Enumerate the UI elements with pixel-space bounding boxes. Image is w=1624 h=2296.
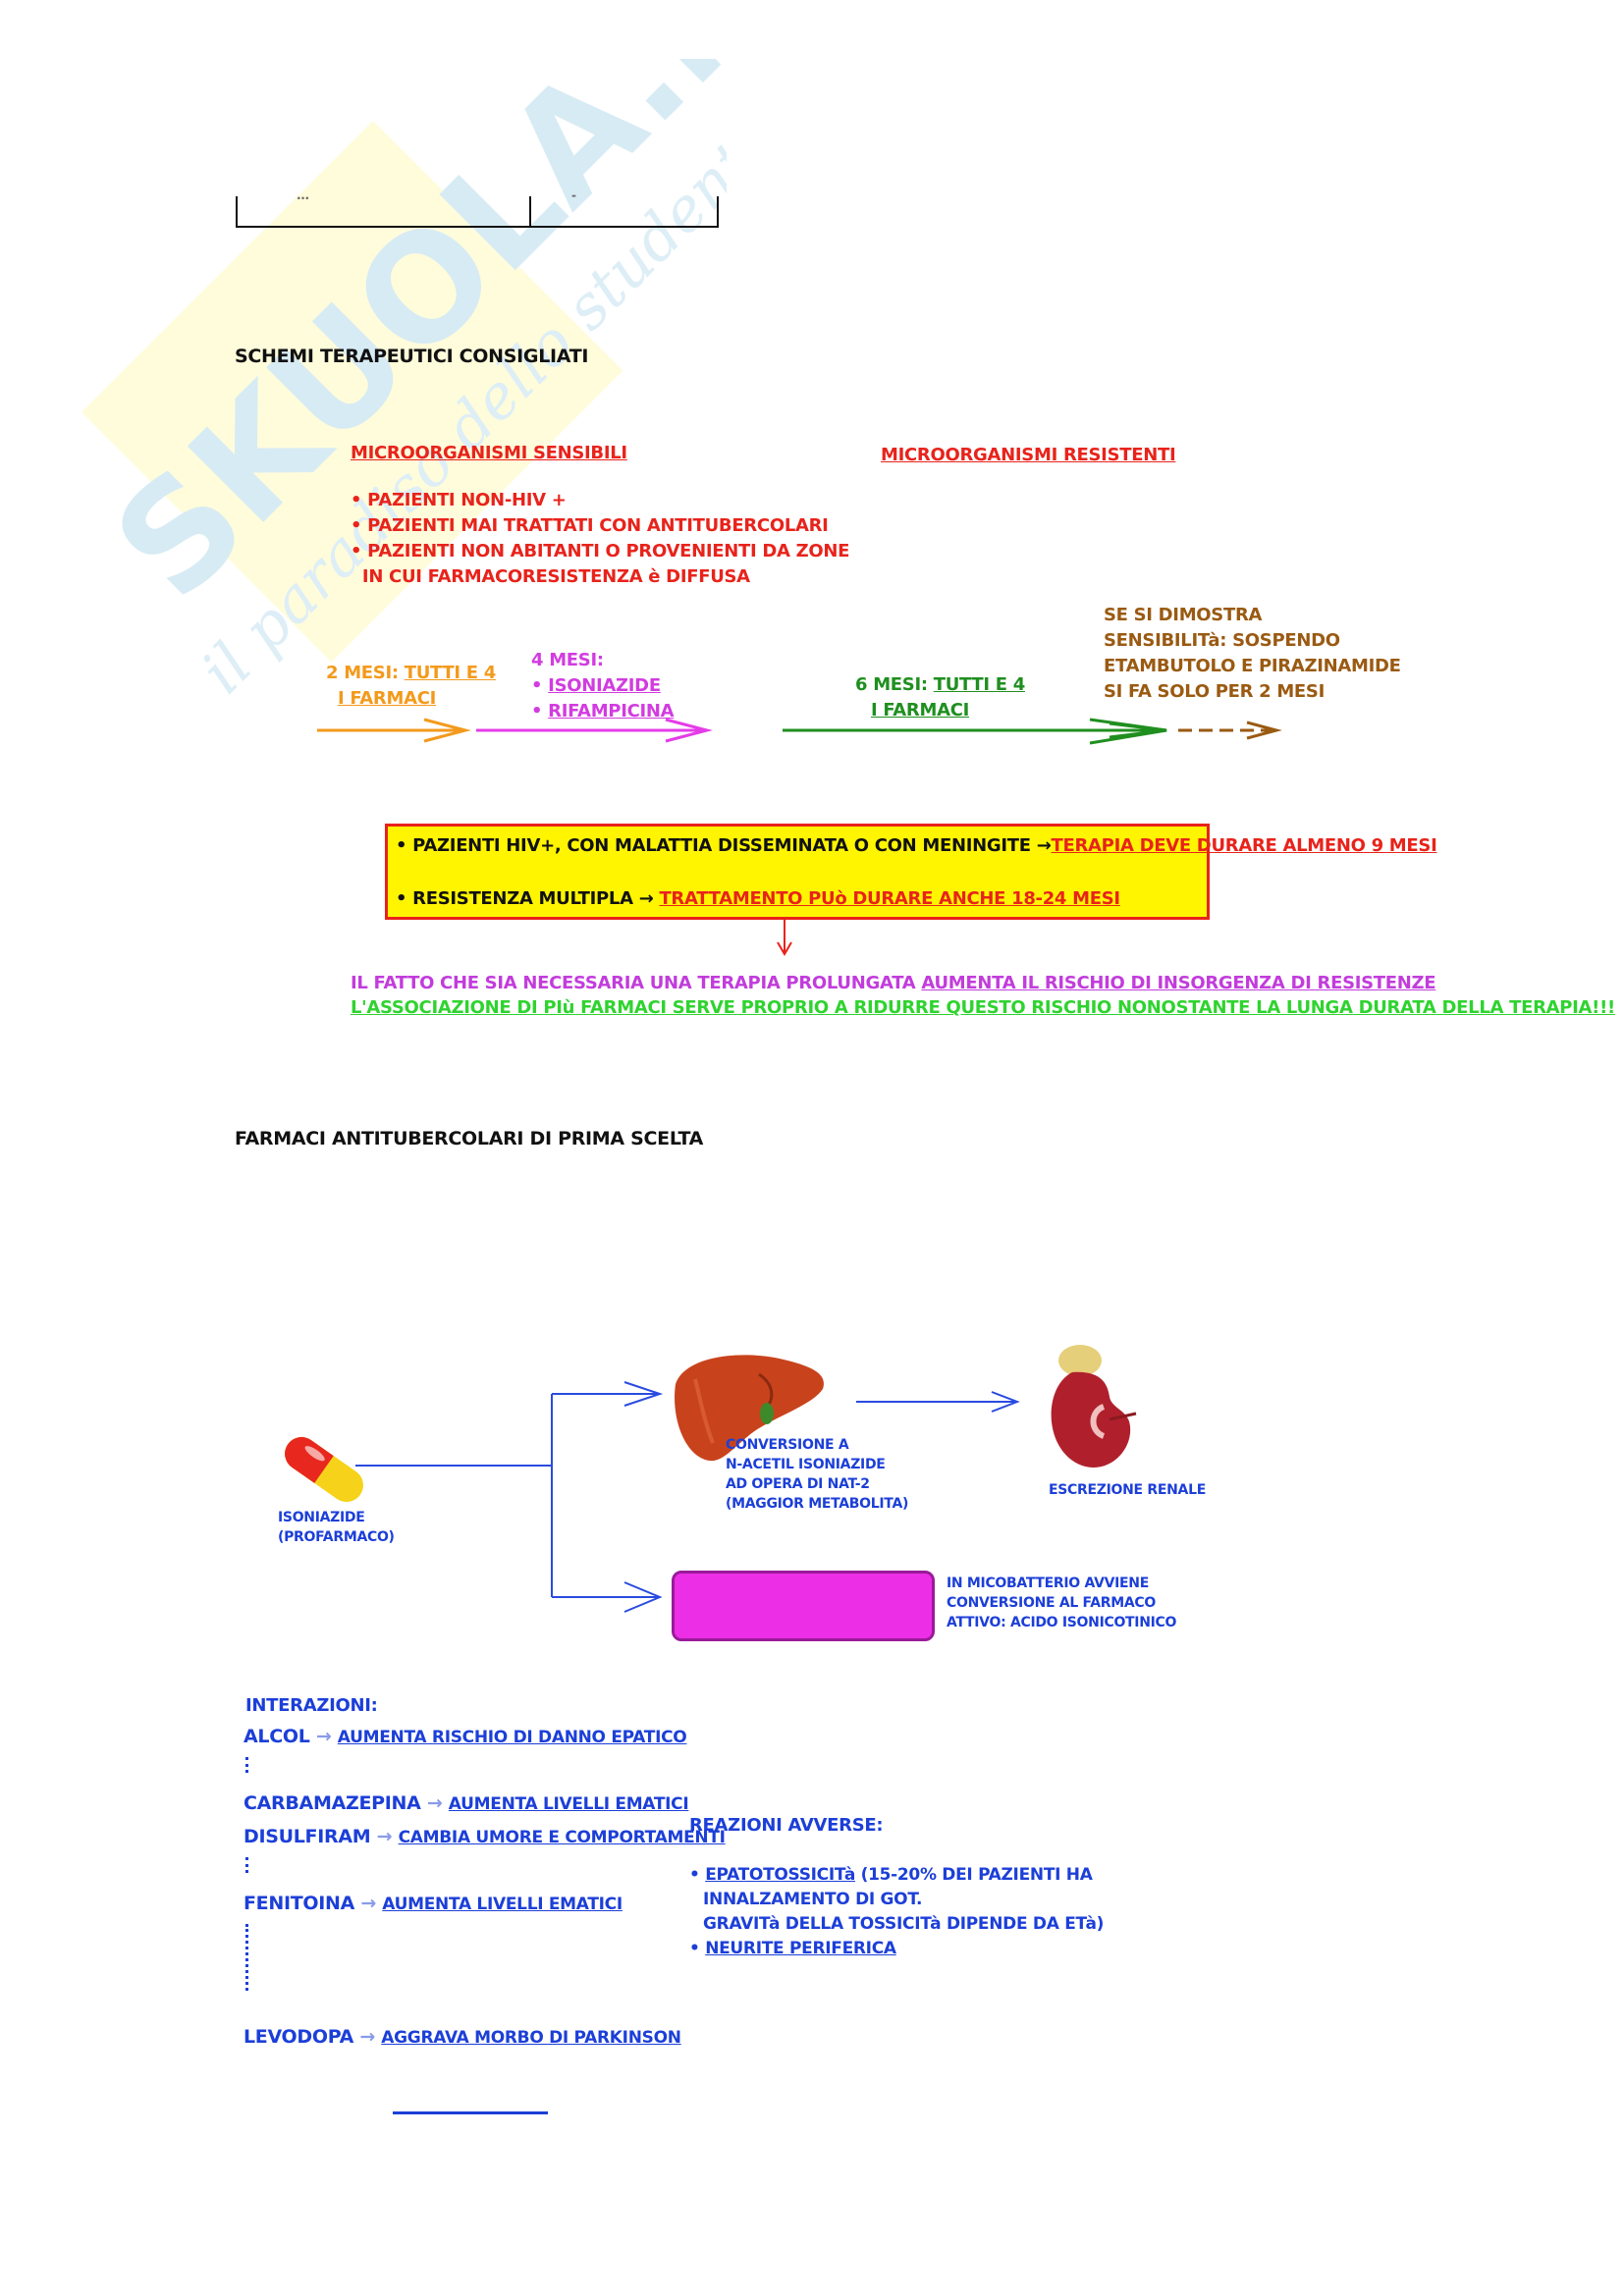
interaction-effect: CAMBIA UMORE E COMPORTAMENTI [399, 1828, 726, 1847]
adverse-item1-rest: (15-20% DEI PAZIENTI HA [855, 1865, 1093, 1885]
interaction-effect: AGGRAVA MORBO DI PARKINSON [381, 2028, 680, 2048]
arrow-phase2 [476, 720, 707, 741]
box-row2-highlight: TRATTAMENTO PUò DURARE ANCHE 18-24 MESI [659, 888, 1119, 909]
arrow-separator: → [310, 1726, 338, 1747]
mycobacterium-box [672, 1571, 935, 1641]
arrow-separator: → [353, 2026, 381, 2048]
adverse-list: • EPATOTOSSICITà (15-20% DEI PAZIENTI HA… [689, 1863, 1104, 1961]
adverse-bullet: • [689, 1865, 705, 1885]
myco-label: IN MICOBATTERIO AVVIENE CONVERSIONE AL F… [947, 1574, 1176, 1632]
arrow-phase3 [783, 720, 1166, 743]
conclusion-line1-prefix: IL FATTO CHE SIA NECESSARIA UNA TERAPIA … [351, 973, 921, 993]
glyph-marks [245, 1757, 256, 1773]
box-row1-highlight: TERAPIA DEVE DURARE ALMENO 9 MESI [1052, 835, 1437, 856]
arrow-separator: → [421, 1792, 449, 1814]
adverse-heading: REAZIONI AVVERSE: [689, 1815, 883, 1836]
section-title-farmaci: FARMACI ANTITUBERCOLARI DI PRIMA SCELTA [235, 1128, 703, 1149]
conclusion-line1-underlined: AUMENTA IL RISCHIO DI INSORGENZA DI RESI… [921, 973, 1435, 993]
box-row1-prefix: • PAZIENTI HIV+, CON MALATTIA DISSEMINAT… [396, 835, 1052, 856]
conclusion-line2: L'ASSOCIAZIONE DI PIù FARMACI SERVE PROP… [351, 995, 1615, 1021]
conclusion-line1: IL FATTO CHE SIA NECESSARIA UNA TERAPIA … [351, 971, 1435, 996]
myco-label-line: ATTIVO: ACIDO ISONICOTINICO [947, 1613, 1176, 1632]
bottom-rule [393, 2111, 548, 2114]
interaction-drug: LEVODOPA [244, 2026, 353, 2048]
arrow-phase1 [317, 720, 465, 741]
arrow-dashed [1178, 722, 1276, 738]
box-row2-prefix: • RESISTENZA MULTIPLA → [396, 888, 659, 909]
myco-label-line: IN MICOBATTERIO AVVIENE [947, 1574, 1176, 1593]
adverse-item2-name: NEURITE PERIFERICA [705, 1939, 896, 1958]
adverse-item1-line2: INNALZAMENTO DI GOT. [703, 1888, 1104, 1912]
glyph-marks [245, 1857, 256, 1873]
interaction-item: DISULFIRAM → CAMBIA UMORE E COMPORTAMENT… [244, 1820, 726, 1854]
interaction-item: FENITOINA → AUMENTA LIVELLI EMATICI [244, 1887, 623, 1921]
interaction-drug: CARBAMAZEPINA [244, 1792, 421, 1814]
interaction-drug: DISULFIRAM [244, 1826, 370, 1847]
interaction-effect: AUMENTA LIVELLI EMATICI [449, 1794, 689, 1814]
adverse-item1-name: EPATOTOSSICITà [705, 1865, 855, 1885]
interaction-item: LEVODOPA → AGGRAVA MORBO DI PARKINSON [244, 2020, 681, 2055]
arrow-down-red [778, 920, 791, 954]
interaction-item: CARBAMAZEPINA → AUMENTA LIVELLI EMATICI [244, 1787, 688, 1821]
interaction-drug: FENITOINA [244, 1893, 354, 1914]
myco-label-line: CONVERSIONE AL FARMACO [947, 1593, 1176, 1613]
arrow-separator: → [354, 1893, 382, 1914]
glyph-marks [245, 1924, 256, 1991]
interaction-drug: ALCOL [244, 1726, 310, 1747]
interactions-heading: INTERAZIONI: [245, 1695, 378, 1716]
interaction-effect: AUMENTA LIVELLI EMATICI [382, 1895, 623, 1914]
adverse-item1-line3: GRAVITà DELLA TOSSICITà DIPENDE DA ETà) [703, 1912, 1104, 1937]
duration-box: • PAZIENTI HIV+, CON MALATTIA DISSEMINAT… [385, 824, 1210, 920]
adverse-bullet: • [689, 1939, 705, 1958]
arrow-separator: → [370, 1826, 398, 1847]
interaction-effect: AUMENTA RISCHIO DI DANNO EPATICO [338, 1728, 687, 1747]
interaction-item: ALCOL → AUMENTA RISCHIO DI DANNO EPATICO [244, 1720, 686, 1754]
